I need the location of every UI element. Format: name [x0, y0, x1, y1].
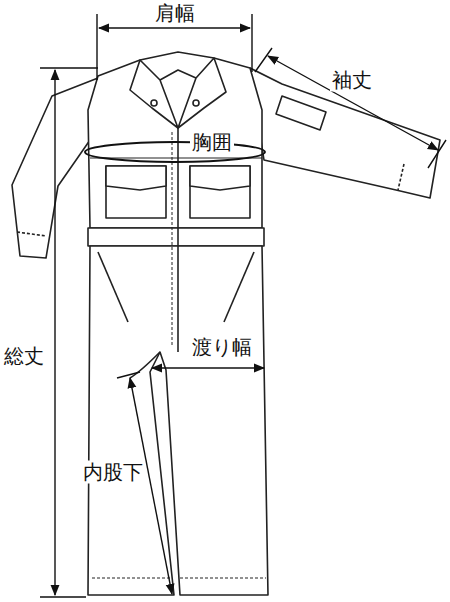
- dimension-label: 渡り幅: [190, 336, 254, 359]
- dimension-label: 肩幅: [153, 2, 197, 25]
- dimension-label: 袖丈: [330, 69, 374, 92]
- dimension-label: 胸囲: [190, 131, 234, 154]
- dimension-lines: [40, 14, 446, 597]
- dimension-label: 内股下: [81, 461, 145, 484]
- coverall-outline: [12, 52, 440, 595]
- dimension-label: 総丈: [2, 345, 46, 368]
